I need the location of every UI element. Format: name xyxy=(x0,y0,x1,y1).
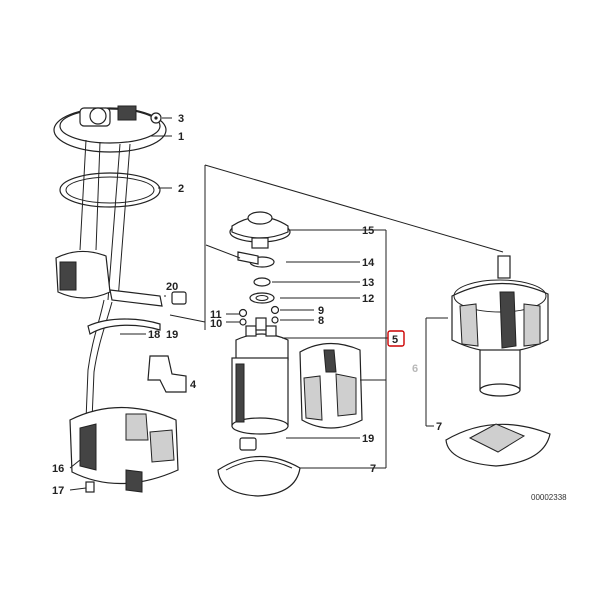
sender-unit xyxy=(53,105,187,493)
strainer-7 xyxy=(217,455,301,497)
nut-11 xyxy=(238,308,248,318)
washer-10 xyxy=(239,318,247,326)
seal-13 xyxy=(253,277,271,287)
screw-17 xyxy=(85,481,95,493)
callout-7-center: 7 xyxy=(370,463,376,475)
nut-9 xyxy=(270,305,280,315)
bottom-cup xyxy=(69,407,179,485)
document-number: 00002338 xyxy=(531,493,567,502)
callout-19-center: 19 xyxy=(362,433,374,445)
callout-2: 2 xyxy=(178,183,184,195)
seal-12 xyxy=(249,292,275,304)
outlet-fitting xyxy=(497,255,511,279)
callout-13: 13 xyxy=(362,277,374,289)
callout-5-highlight-box[interactable] xyxy=(387,330,405,347)
callout-18: 18 xyxy=(148,329,160,341)
callout-5[interactable]: 5 xyxy=(392,334,398,346)
washer-8 xyxy=(271,316,279,324)
hose-20 xyxy=(109,289,163,307)
callout-3: 3 xyxy=(178,113,184,125)
gasket-ring xyxy=(59,172,161,208)
callouts: 3 1 2 20 18 19 4 16 17 11 10 9 8 15 14 1… xyxy=(52,113,567,502)
pump-complete xyxy=(445,255,551,467)
clip-19 xyxy=(239,437,257,451)
callout-8: 8 xyxy=(318,315,324,327)
callout-12: 12 xyxy=(362,293,374,305)
callout-20: 20 xyxy=(166,281,178,293)
callout-10: 10 xyxy=(210,318,222,330)
clamp-19 xyxy=(171,291,187,305)
callout-19-left: 19 xyxy=(166,329,178,341)
guide-lines xyxy=(69,117,504,491)
callout-15: 15 xyxy=(362,225,374,237)
callout-17: 17 xyxy=(52,485,64,497)
bracket-4 xyxy=(147,355,187,393)
pump-assembly xyxy=(217,211,363,497)
callout-16: 16 xyxy=(52,463,64,475)
callout-7-right: 7 xyxy=(436,421,442,433)
callout-6: 6 xyxy=(412,363,418,375)
callout-4: 4 xyxy=(190,379,197,391)
callout-9: 9 xyxy=(318,305,324,317)
callout-11: 11 xyxy=(210,309,222,321)
callout-1: 1 xyxy=(178,131,184,143)
callout-14: 14 xyxy=(362,257,375,269)
